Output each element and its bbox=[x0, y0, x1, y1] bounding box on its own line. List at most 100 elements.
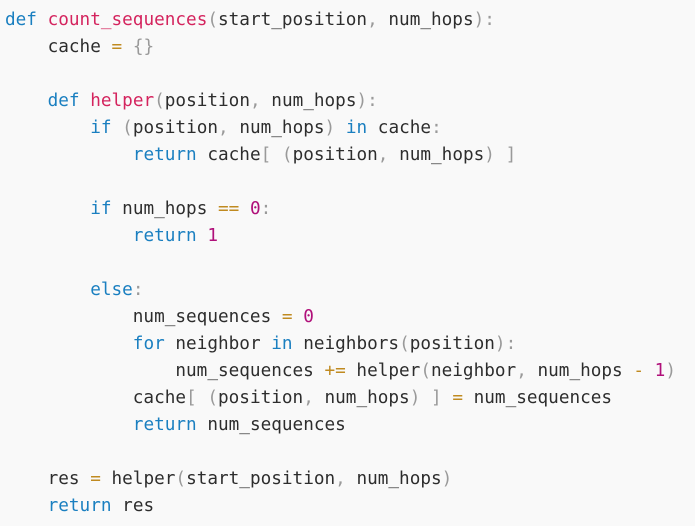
punctuation-token: ) bbox=[441, 469, 453, 489]
identifier-token bbox=[442, 388, 453, 408]
number-token: 0 bbox=[303, 307, 314, 327]
identifier-token: res bbox=[111, 496, 155, 516]
punctuation-token: ) bbox=[324, 118, 336, 138]
identifier-token bbox=[5, 280, 90, 300]
identifier-token: num_sequences bbox=[5, 361, 325, 381]
operator-token: == bbox=[218, 199, 240, 219]
punctuation-token: ] bbox=[505, 145, 517, 165]
keyword-token: if bbox=[90, 118, 112, 138]
identifier-token: start_position bbox=[218, 10, 368, 30]
punctuation-token: , bbox=[377, 145, 389, 165]
punctuation-token: [ bbox=[260, 145, 272, 165]
identifier-token: cache bbox=[5, 388, 187, 408]
function-name-token: count_sequences bbox=[47, 10, 208, 30]
identifier-token bbox=[5, 226, 133, 246]
identifier-token bbox=[37, 10, 48, 30]
identifier-token: helper bbox=[100, 469, 176, 489]
keyword-token: return bbox=[132, 226, 197, 246]
identifier-token: num_hops bbox=[228, 118, 325, 138]
code-line: if num_hops == 0: bbox=[5, 196, 676, 223]
punctuation-token: ( bbox=[175, 469, 187, 489]
identifier-token bbox=[271, 145, 282, 165]
operator-token: = bbox=[90, 469, 101, 489]
keyword-token: for bbox=[132, 334, 165, 354]
keyword-token: else bbox=[90, 280, 133, 300]
code-line: def count_sequences(start_position, num_… bbox=[5, 7, 676, 34]
punctuation-token: {} bbox=[132, 37, 155, 57]
identifier-token: num_sequences bbox=[462, 388, 613, 408]
code-line: return cache[ (position, num_hops) ] bbox=[5, 142, 676, 169]
keyword-token: return bbox=[47, 496, 112, 516]
identifier-token: num_sequences bbox=[5, 307, 282, 327]
identifier-token: cache bbox=[367, 118, 432, 138]
punctuation-token: : bbox=[431, 118, 442, 138]
identifier-token: cache bbox=[196, 145, 261, 165]
punctuation-token: , bbox=[335, 469, 346, 489]
identifier-token: start_position bbox=[186, 469, 336, 489]
identifier-token: position bbox=[132, 118, 219, 138]
code-line: ​ bbox=[5, 61, 676, 88]
identifier-token: neighbors bbox=[292, 334, 400, 354]
code-line: for neighbor in neighbors(position): bbox=[5, 331, 676, 358]
identifier-token: helper bbox=[345, 361, 421, 381]
keyword-token: if bbox=[90, 199, 112, 219]
identifier-token: neighbor bbox=[164, 334, 272, 354]
punctuation-token: ( bbox=[399, 334, 410, 354]
identifier-token bbox=[495, 145, 506, 165]
punctuation-token: , bbox=[516, 361, 527, 381]
identifier-token: num_hops bbox=[388, 145, 485, 165]
identifier-token: num_hops bbox=[526, 361, 634, 381]
keyword-token: return bbox=[132, 145, 197, 165]
code-block[interactable]: def count_sequences(start_position, num_… bbox=[5, 7, 676, 520]
identifier-token: num_hops bbox=[345, 469, 442, 489]
code-line: return num_sequences bbox=[5, 412, 676, 439]
code-line: else: bbox=[5, 277, 676, 304]
code-line: num_sequences = 0 bbox=[5, 304, 676, 331]
identifier-token: num_hops bbox=[377, 10, 474, 30]
code-line: return res bbox=[5, 493, 676, 520]
keyword-token: def bbox=[5, 10, 37, 30]
operator-token: = bbox=[111, 37, 123, 57]
keyword-token: def bbox=[47, 91, 80, 111]
identifier-token: position bbox=[292, 145, 378, 165]
punctuation-token: , bbox=[367, 10, 378, 30]
punctuation-token: ( bbox=[207, 388, 218, 408]
identifier-token: position bbox=[164, 91, 250, 111]
punctuation-token: ): bbox=[494, 334, 517, 354]
punctuation-token: , bbox=[303, 388, 314, 408]
identifier-token bbox=[293, 307, 304, 327]
punctuation-token: ) bbox=[409, 388, 421, 408]
keyword-token: return bbox=[132, 415, 197, 435]
code-line: cache[ (position, num_hops) ] = num_sequ… bbox=[5, 385, 676, 412]
identifier-token bbox=[5, 334, 133, 354]
number-token: 1 bbox=[207, 226, 219, 246]
code-line: res = helper(start_position, num_hops) bbox=[5, 466, 676, 493]
identifier-token: position bbox=[218, 388, 304, 408]
identifier-token: num_hops bbox=[313, 388, 410, 408]
identifier-token: neighbor bbox=[430, 361, 517, 381]
identifier-token: position bbox=[409, 334, 495, 354]
keyword-token: in bbox=[271, 334, 293, 354]
identifier-token bbox=[5, 415, 133, 435]
punctuation-token: ): bbox=[473, 10, 495, 30]
punctuation-token: , bbox=[218, 118, 229, 138]
number-token: 1 bbox=[654, 361, 666, 381]
identifier-token bbox=[5, 91, 48, 111]
punctuation-token: ( bbox=[154, 91, 165, 111]
identifier-token bbox=[239, 199, 250, 219]
identifier-token bbox=[335, 118, 346, 138]
punctuation-token: : bbox=[132, 280, 144, 300]
code-line: num_sequences += helper(neighbor, num_ho… bbox=[5, 358, 676, 385]
identifier-token: num_sequences bbox=[196, 415, 346, 435]
operator-token: += bbox=[324, 361, 346, 381]
number-token: 0 bbox=[249, 199, 261, 219]
function-name-token: helper bbox=[90, 91, 155, 111]
operator-token: = bbox=[452, 388, 463, 408]
identifier-token bbox=[197, 226, 208, 246]
identifier-token bbox=[112, 118, 123, 138]
identifier-token bbox=[644, 361, 655, 381]
code-line: ​ bbox=[5, 250, 676, 277]
identifier-token bbox=[5, 199, 90, 219]
code-line: ​ bbox=[5, 439, 676, 466]
punctuation-token: ( bbox=[207, 10, 218, 30]
